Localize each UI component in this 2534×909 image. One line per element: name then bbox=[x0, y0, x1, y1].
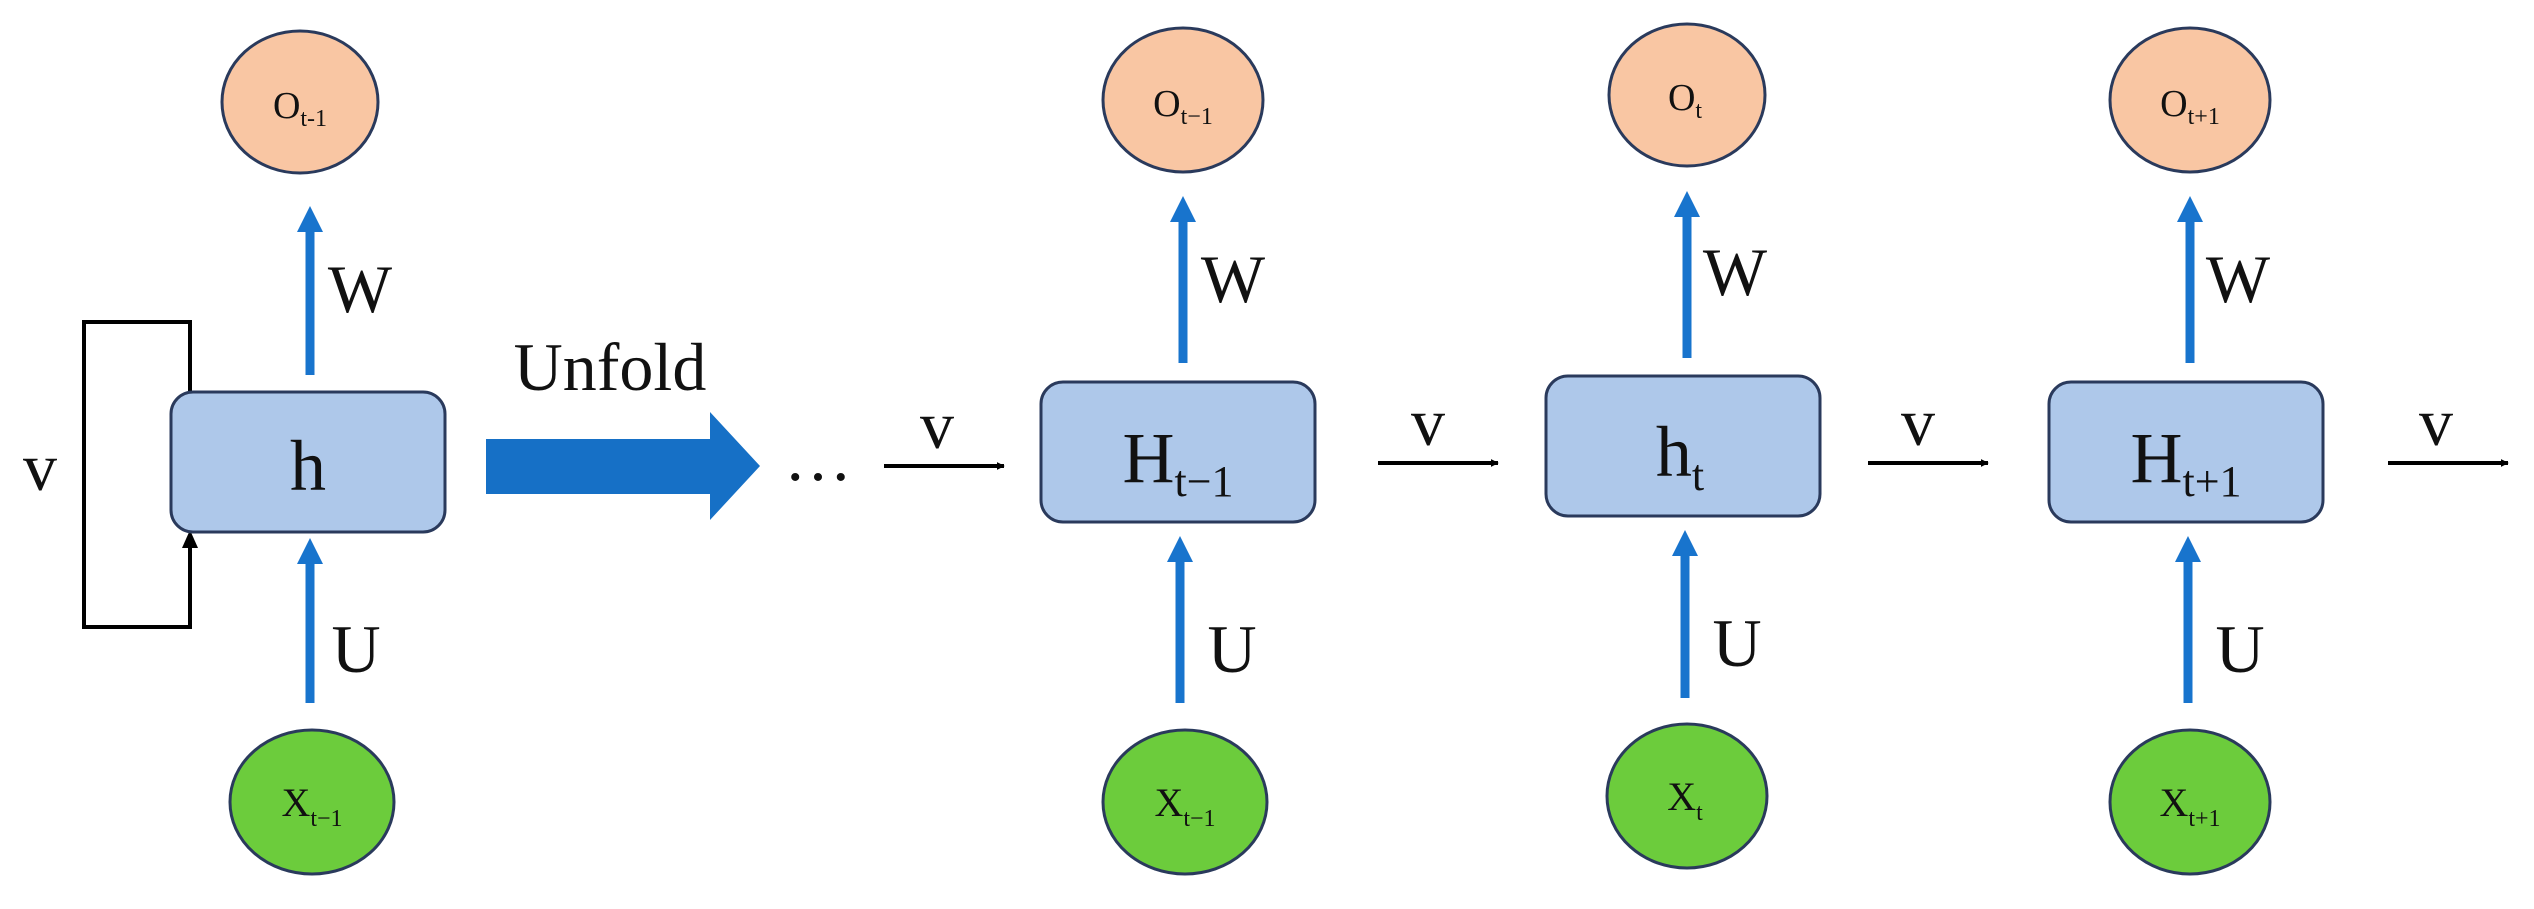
step-2-input-main: X bbox=[1667, 774, 1696, 819]
step-3-w-arrowhead bbox=[2177, 196, 2203, 222]
step-3-output-main: O bbox=[2160, 83, 2187, 125]
folded-output-main: O bbox=[273, 85, 300, 127]
step-1-output-label: Ot−1 bbox=[1153, 83, 1213, 130]
unfold-arrow-group: Unfold … bbox=[486, 329, 852, 520]
folded-input-node bbox=[228, 728, 396, 876]
step-1-hidden-sub: t−1 bbox=[1174, 457, 1233, 506]
folded-input-main: X bbox=[281, 780, 310, 825]
step-1-w-arrowhead bbox=[1170, 196, 1196, 222]
step-2-input-label: Xt bbox=[1667, 774, 1703, 826]
step-3-input-main: X bbox=[2159, 780, 2188, 825]
folded-u-arrowhead bbox=[297, 538, 323, 564]
step-3-w-label: W bbox=[2206, 241, 2271, 317]
step-2-output-sub: t bbox=[1695, 98, 1702, 124]
folded-input-sub: t−1 bbox=[310, 806, 342, 832]
step-3-hidden-main: H bbox=[2130, 418, 2182, 498]
step-2-output-label: Ot bbox=[1668, 77, 1702, 124]
step-1-u-label: U bbox=[1207, 611, 1256, 687]
step-2-hidden-node bbox=[1544, 374, 1822, 518]
folded-output-sub: t-1 bbox=[300, 106, 327, 132]
step-3: v Ot+1 W Ht+1 U Xt+1 bbox=[1868, 26, 2325, 876]
folded-u-label: U bbox=[331, 611, 380, 687]
step-2-output-main: O bbox=[1668, 77, 1695, 119]
step-3-hidden-sub: t+1 bbox=[2182, 457, 2241, 506]
recurrent-weight-label: v bbox=[23, 429, 57, 505]
step-3-hidden-label: Ht+1 bbox=[2130, 418, 2241, 506]
step-2-w-arrowhead bbox=[1674, 191, 1700, 217]
folded-input-label: Xt−1 bbox=[281, 780, 342, 832]
step-3-incoming-label: v bbox=[1901, 384, 1935, 460]
step-1-output-sub: t−1 bbox=[1181, 104, 1213, 130]
recurrent-loop-line bbox=[82, 320, 192, 629]
folded-hidden-node bbox=[169, 390, 447, 534]
step-1-hidden-main: H bbox=[1122, 418, 1174, 498]
step-1-input-label: Xt−1 bbox=[1154, 780, 1215, 832]
step-2-w-label: W bbox=[1703, 234, 1768, 310]
folded-w-arrowhead bbox=[297, 206, 323, 232]
folded-hidden-main: h bbox=[290, 426, 326, 506]
recurrent-loop-arrowhead bbox=[182, 530, 198, 548]
step-3-u-label: U bbox=[2215, 611, 2264, 687]
step-1-input-sub: t−1 bbox=[1183, 806, 1215, 832]
step-2-hidden-main: h bbox=[1656, 412, 1692, 492]
step-1-u-arrowhead bbox=[1167, 536, 1193, 562]
step-1-hidden-label: Ht−1 bbox=[1122, 418, 1233, 506]
ellipsis: … bbox=[784, 419, 852, 495]
folded-output-label: Ot-1 bbox=[273, 85, 327, 132]
step-2-input-sub: t bbox=[1696, 800, 1703, 826]
step-3-input-node bbox=[2108, 728, 2272, 876]
step-2: v Ot W ht U Xt bbox=[1378, 22, 1822, 870]
step-1-w-label: W bbox=[1201, 241, 1266, 317]
step-2-u-arrowhead bbox=[1672, 530, 1698, 556]
step-2-incoming-label: v bbox=[1411, 384, 1445, 460]
step-1-input-main: X bbox=[1154, 780, 1183, 825]
step-1-hidden-node bbox=[1039, 380, 1317, 524]
step-3-output-label: Ot+1 bbox=[2160, 83, 2220, 130]
step-2-input-node bbox=[1605, 722, 1769, 870]
step-2-u-label: U bbox=[1712, 605, 1761, 681]
step-1-incoming-label: v bbox=[920, 387, 954, 463]
trailing-label: v bbox=[2419, 384, 2453, 460]
step-2-hidden-sub: t bbox=[1692, 451, 1704, 500]
trailing-output: v bbox=[2388, 384, 2509, 467]
step-3-output-sub: t+1 bbox=[2188, 104, 2220, 130]
step-1-input-node bbox=[1101, 728, 1269, 876]
folded-output-node bbox=[220, 29, 380, 175]
step-2-output-node bbox=[1607, 22, 1767, 168]
step-3-output-node bbox=[2108, 26, 2272, 174]
unfold-label: Unfold bbox=[514, 329, 707, 405]
folded-w-label: W bbox=[328, 251, 393, 327]
folded-hidden-label: h bbox=[290, 426, 326, 506]
step-3-input-sub: t+1 bbox=[2188, 806, 2220, 832]
step-1-output-main: O bbox=[1153, 83, 1180, 125]
step-1-output-node bbox=[1101, 26, 1265, 174]
step-3-u-arrowhead bbox=[2175, 536, 2201, 562]
step-2-hidden-label: ht bbox=[1656, 412, 1704, 500]
folded-rnn: v Ot-1 W h U Xt−1 bbox=[23, 29, 447, 876]
unfold-arrow bbox=[486, 412, 760, 520]
step-3-input-label: Xt+1 bbox=[2159, 780, 2220, 832]
step-3-hidden-node bbox=[2047, 380, 2325, 524]
step-1: v Ot−1 W Ht−1 U Xt−1 bbox=[884, 26, 1317, 876]
